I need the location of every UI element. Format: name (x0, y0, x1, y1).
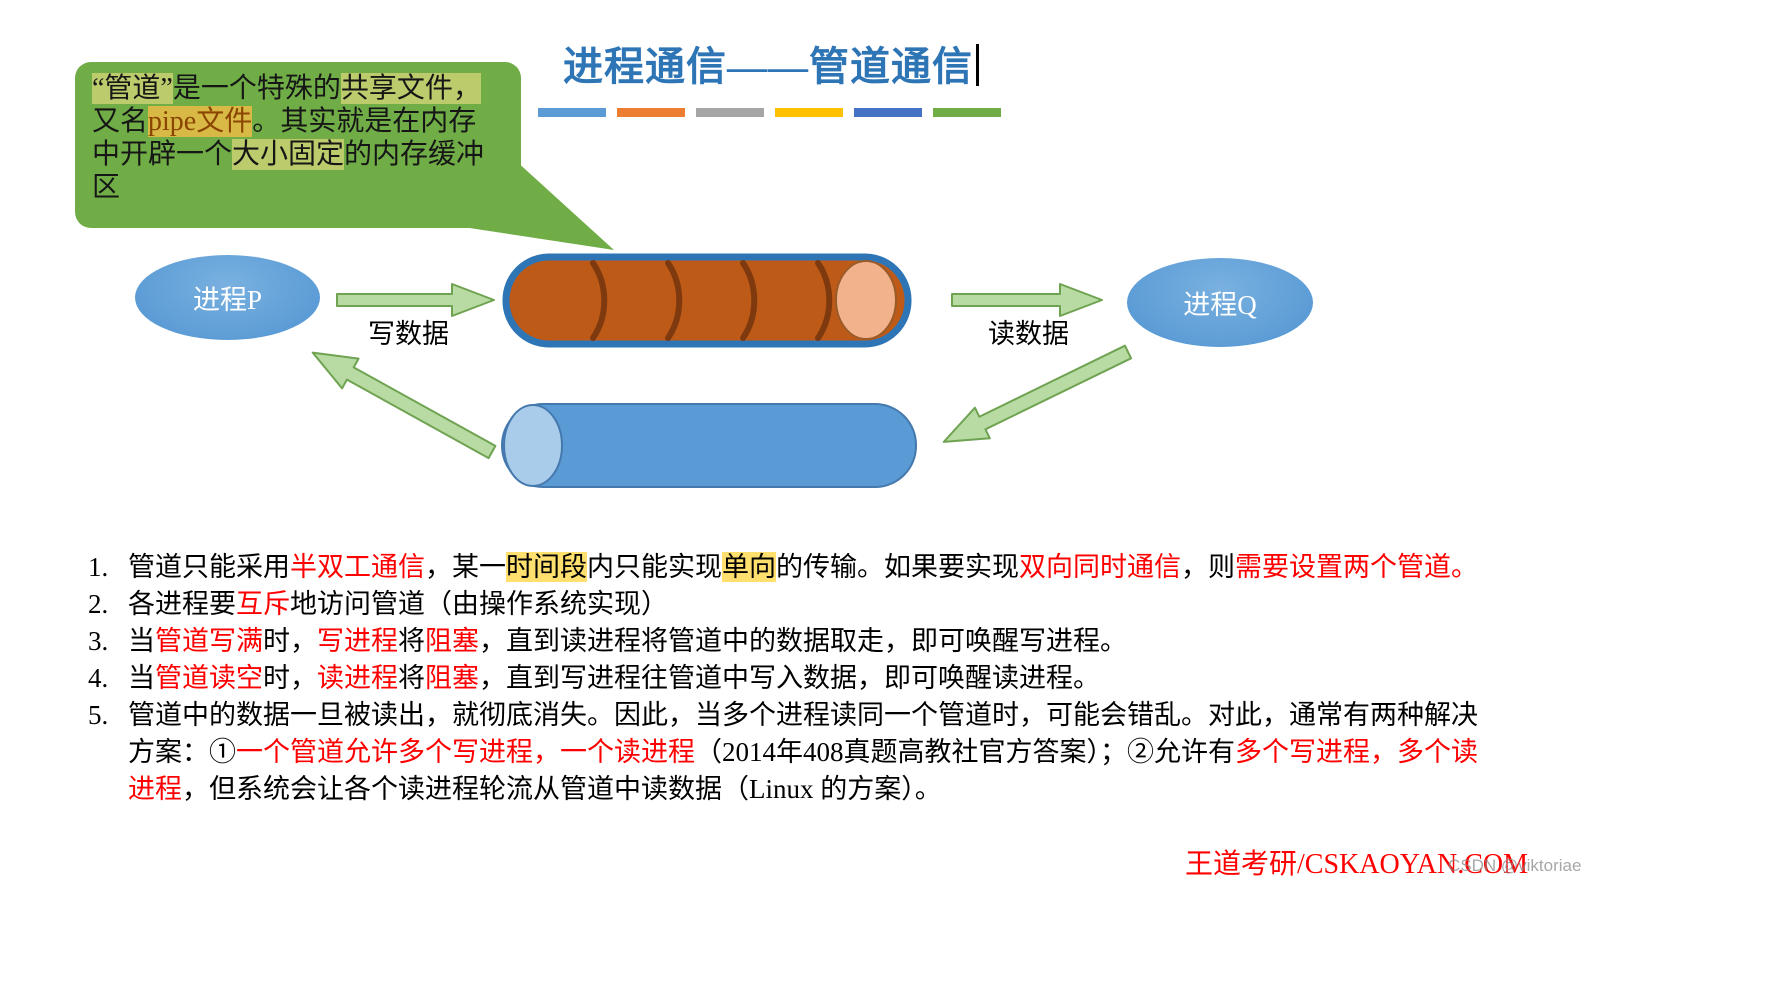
text-run: 大小固定 (232, 139, 345, 170)
text-run: 管道读空 (155, 663, 263, 693)
text-run: 多个写进程，多个读进程 (128, 737, 1478, 804)
pipe-ring (815, 260, 833, 341)
pipe-ring (665, 260, 683, 341)
text-cursor (976, 44, 979, 86)
list-item-text: 当管道读空时，读进程将阻塞，直到写进程往管道中写入数据，即可唤醒读进程。 (128, 660, 1480, 697)
text-run: 双向同时通信 (1019, 552, 1181, 582)
slide-title[interactable]: 进程通信——管道通信 (563, 34, 979, 92)
text-run: 地访问管道（由操作系统实现） (290, 589, 668, 619)
text-run: ，则 (1181, 552, 1235, 582)
decoration-bar (696, 108, 764, 117)
list-item-text: 各进程要互斥地访问管道（由操作系统实现） (128, 586, 1480, 623)
text-run: 的内存缓冲区 (92, 139, 485, 203)
pipe-end-cap (835, 260, 897, 340)
process-q-shape: 进程Q (1127, 258, 1313, 347)
text-run: 时， (263, 663, 317, 693)
list-item-number: 4. (88, 663, 109, 693)
read-data-label: 读数据 (988, 319, 1069, 349)
text-run: “管道” (92, 73, 173, 104)
pipe-shape (502, 253, 912, 348)
text-run: 又名 (92, 106, 149, 137)
list-item: 1. 管道只能采用半双工通信，某一时间段内只能实现单向的传输。如果要实现双向同时通… (88, 549, 1480, 586)
text-run: 将 (398, 663, 425, 693)
list-item: 2. 各进程要互斥地访问管道（由操作系统实现） (88, 586, 1480, 623)
read-arrow (951, 283, 1103, 317)
text-run: 是一个特殊的 (172, 73, 341, 104)
text-run: 共享文件， (340, 73, 481, 104)
list-item-text: 当管道写满时，写进程将阻塞，直到读进程将管道中的数据取走，即可唤醒写进程。 (128, 623, 1480, 660)
text-run: 需要设置两个管道。 (1235, 552, 1478, 582)
list-item: 5. 管道中的数据一旦被读出，就彻底消失。因此，当多个进程读同一个管道时，可能会错… (88, 697, 1480, 808)
text-run: 一个管道允许多个写进程，一个读进程 (236, 737, 695, 767)
return-arrow-right (942, 344, 1133, 443)
diagram-canvas (311, 160, 1133, 488)
text-run: 将 (398, 626, 425, 656)
return-pipe-cylinder (501, 403, 917, 488)
list-item: 4. 当管道读空时，读进程将阻塞，直到写进程往管道中写入数据，即可唤醒读进程。 (88, 660, 1480, 697)
slide-title-text: 进程通信——管道通信 (563, 44, 973, 89)
decoration-bar (933, 108, 1001, 117)
text-run: 。其实就是在内存中开辟一个 (92, 106, 477, 170)
text-run: 时， (263, 626, 317, 656)
list-item-number: 2. (88, 589, 109, 619)
return-arrow-left (311, 351, 497, 460)
text-run: 半双工通信 (290, 552, 425, 582)
text-run: pipe文件 (148, 106, 253, 137)
text-run: 当 (128, 626, 155, 656)
process-p-shape: 进程P (135, 255, 320, 340)
brand-text: 王道考研/CSKAOYAN.COM (1185, 849, 1529, 880)
text-run: （2014年408真题高教社官方答案）；②允许有 (695, 737, 1235, 767)
write-data-label: 写数据 (368, 319, 449, 349)
text-run: 管道只能采用 (128, 552, 290, 582)
process-p-label: 进程P (192, 285, 263, 315)
list-item-number: 3. (88, 626, 109, 656)
text-run: 写进程 (317, 626, 398, 656)
decoration-bar (617, 108, 685, 117)
list-item-text: 管道中的数据一旦被读出，就彻底消失。因此，当多个进程读同一个管道时，可能会错乱。… (128, 697, 1480, 808)
text-run: 当 (128, 663, 155, 693)
callout-text: “管道”是一个特殊的共享文件， 又名pipe文件。其实就是在内存中开辟一个大小固定… (92, 72, 504, 204)
text-run: 时间段 (506, 552, 587, 582)
pipe-ring (590, 260, 608, 341)
text-run: 管道中的数据一旦被读出，就彻底消失。因此，当多个进程读同一个管道时，可能会错乱。… (128, 700, 1478, 767)
list-item-text: 管道只能采用半双工通信，某一时间段内只能实现单向的传输。如果要实现双向同时通信，… (128, 549, 1480, 586)
decoration-bar (538, 108, 606, 117)
list-item: 3. 当管道写满时，写进程将阻塞，直到读进程将管道中的数据取走，即可唤醒写进程。 (88, 623, 1480, 660)
text-run: 单向 (722, 552, 776, 582)
decoration-bar (775, 108, 843, 117)
text-run: ，直到读进程将管道中的数据取走，即可唤醒写进程。 (479, 626, 1127, 656)
text-run: ，直到写进程往管道中写入数据，即可唤醒读进程。 (479, 663, 1100, 693)
text-run: 各进程要 (128, 589, 236, 619)
text-run: 读进程 (317, 663, 398, 693)
process-q-label: 进程Q (1183, 290, 1257, 320)
text-run: ，某一 (425, 552, 506, 582)
pipe-ring (740, 260, 758, 341)
notes-list: 1. 管道只能采用半双工通信，某一时间段内只能实现单向的传输。如果要实现双向同时通… (88, 549, 1480, 808)
text-run: 的传输。如果要实现 (776, 552, 1019, 582)
decoration-bars (538, 108, 1001, 117)
pipe-definition-callout: “管道”是一个特殊的共享文件， 又名pipe文件。其实就是在内存中开辟一个大小固定… (75, 62, 521, 228)
write-arrow (336, 283, 495, 317)
text-run: 阻塞 (425, 626, 479, 656)
text-run: 管道写满 (155, 626, 263, 656)
text-run: 阻塞 (425, 663, 479, 693)
list-item-number: 5. (88, 700, 109, 730)
text-run: 内只能实现 (587, 552, 722, 582)
text-run: 互斥 (236, 589, 290, 619)
decoration-bar (854, 108, 922, 117)
text-run: ，但系统会让各个读进程轮流从管道中读数据（Linux 的方案）。 (182, 774, 942, 804)
list-item-number: 1. (88, 552, 109, 582)
watermark: CSDN @viktoriae (1448, 856, 1582, 875)
